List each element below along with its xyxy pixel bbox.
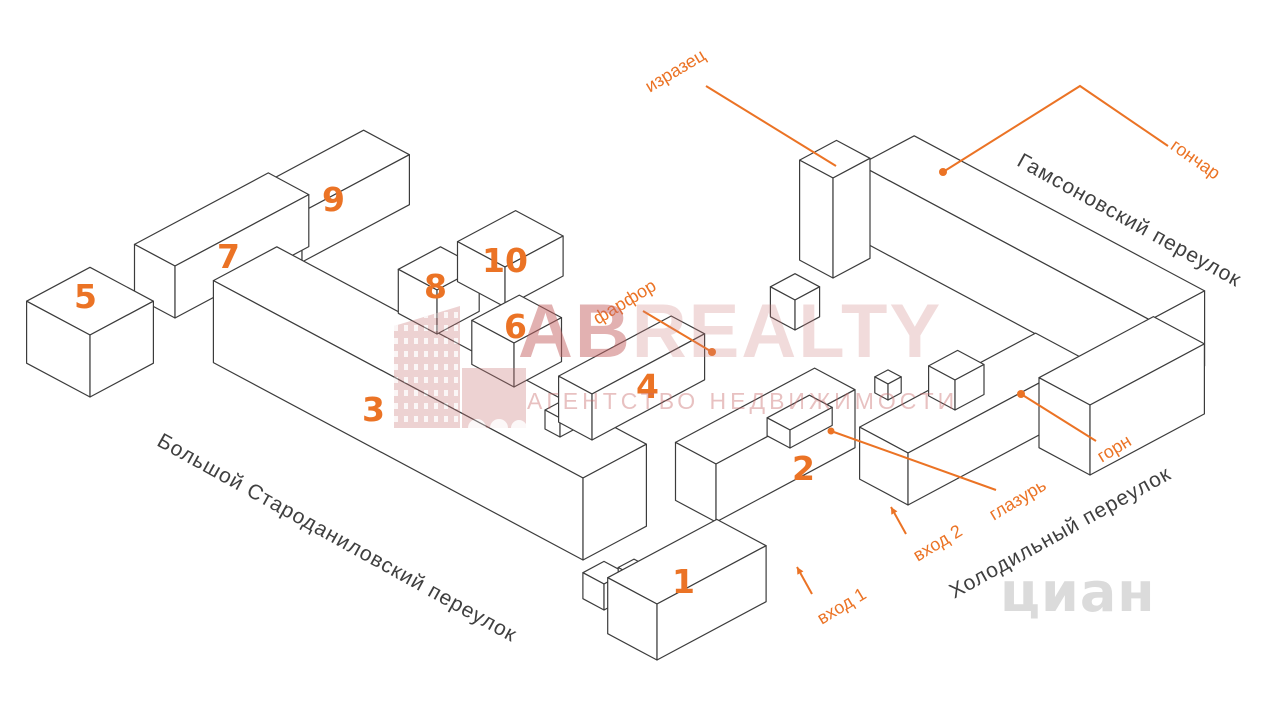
gorn-dot	[1017, 390, 1025, 398]
building-6-label: 6	[504, 307, 527, 346]
building-face	[794, 286, 821, 331]
farfor-dot	[708, 348, 716, 356]
gorn-leader-line	[1020, 393, 1097, 442]
building-10-label: 10	[482, 241, 528, 280]
glazur-leader-line	[830, 430, 997, 491]
watermark-brand-bold: AB	[518, 289, 632, 374]
building-3-label: 3	[362, 390, 385, 429]
gonchar-leader-line	[942, 84, 1169, 173]
building-face	[954, 363, 985, 411]
watermark-brand: ABREALTY	[518, 294, 942, 370]
building-face	[1089, 343, 1206, 476]
glazur-dot	[827, 427, 835, 435]
building-face	[656, 545, 767, 661]
watermark-cian: циан	[1000, 561, 1156, 624]
building-4-label: 4	[636, 367, 659, 406]
building-2-label: 2	[792, 449, 815, 488]
watermark-subtitle: АГЕНТСТВО НЕДВИЖИМОСТИ	[527, 388, 959, 414]
building-1-label: 1	[672, 562, 695, 601]
building-9-label: 9	[322, 180, 345, 219]
building-face	[582, 443, 648, 561]
building-face	[504, 235, 564, 308]
farfor-leader-line	[642, 310, 713, 353]
building-5-label: 5	[74, 277, 97, 316]
building-8-label: 8	[424, 267, 447, 306]
izrazets-leader-line	[705, 85, 837, 167]
watermark-brand-light: REALTY	[631, 289, 943, 374]
building-face	[832, 157, 871, 279]
building-face	[798, 159, 834, 279]
building-7-label: 7	[217, 237, 240, 276]
building-face	[89, 300, 154, 398]
gonchar-dot	[939, 168, 947, 176]
entrance-1-arrow	[796, 566, 813, 595]
building-face	[591, 333, 706, 441]
building-face	[513, 317, 563, 388]
leader-lines-group	[642, 84, 1169, 595]
watermark-logo	[394, 306, 527, 428]
building-face	[789, 406, 833, 449]
building-face	[887, 376, 902, 401]
entrance-2-arrow	[890, 506, 907, 535]
